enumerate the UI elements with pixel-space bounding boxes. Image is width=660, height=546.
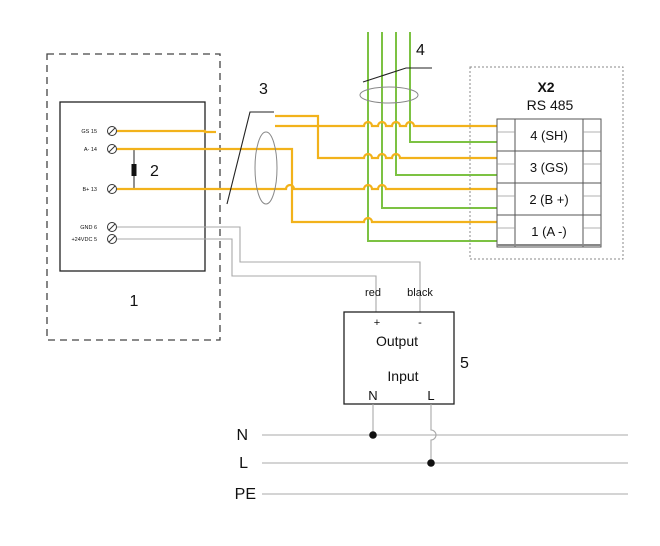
resistor-icon [131,164,137,176]
psu-plus: + [374,317,380,329]
cable-callout-leader [226,111,274,205]
bus-cable-sleeve [359,86,419,104]
callout-psu: 5 [460,355,469,372]
bus-wire-sh [409,32,497,143]
psu-l-drop [430,404,437,463]
device-number: 1 [130,293,139,310]
x2-terminal-3: 3 (GS) [530,160,568,175]
psu-wire-red [117,238,377,312]
screw-terminal-icon [107,222,117,232]
psu-wire-black [117,226,421,312]
x2-enclosure [469,66,624,260]
signal-wire-b [117,183,497,191]
x2-terminal-strip [496,118,602,248]
junction-dot-icon [369,431,377,439]
screw-terminal-icon [107,184,117,194]
cable-sleeve [254,131,278,205]
callout-cable: 3 [259,81,268,98]
x2-title: X2 [537,79,554,95]
terminal-gs15-label: GS 15 [81,129,97,135]
terminal-24vdc5-label: +24VDC 5 [71,237,97,243]
signal-wire-gs [275,114,497,160]
mains-n-label: N [236,427,248,444]
psu-minus: - [418,317,422,329]
bus-wire-b [381,32,497,209]
screw-terminal-icon [107,144,117,154]
device-enclosure [46,53,221,341]
terminal-b13-label: B+ 13 [82,187,97,193]
psu-wire-black-label: black [407,287,433,299]
psu-input-n: N [368,388,377,403]
x2-subtitle: RS 485 [527,97,574,113]
psu-output-label: Output [376,333,418,349]
x2-terminal-4: 4 (SH) [530,128,568,143]
terminal-gnd6-label: GND 6 [80,225,97,231]
screw-terminal-icon [107,234,117,244]
bus-wire-gs [395,32,497,176]
signal-wire-sh [275,120,497,128]
psu-input-label: Input [387,368,418,384]
mains-l-label: L [239,455,248,472]
device-terminal-block [59,101,206,272]
signal-wire-a [117,147,497,224]
terminal-a14-label: A- 14 [84,147,97,153]
psu-input-l: L [427,388,434,403]
psu-box [343,311,455,405]
bus-wires [367,32,497,242]
signal-wires [117,114,497,224]
signal-wire-gs-inner [117,129,212,134]
mains-pe-label: PE [235,486,256,503]
x2-terminal-1: 1 (A -) [531,224,566,239]
psu-wire-red-label: red [365,287,381,299]
junction-dot-icon [427,459,435,467]
bus-cable-callout-leader [362,67,432,83]
screw-terminal-icon [107,126,117,136]
callout-bus-cable: 4 [416,42,425,59]
callout-resistor: 2 [150,163,159,180]
bus-wire-a [367,32,497,242]
x2-terminal-2: 2 (B +) [529,192,568,207]
